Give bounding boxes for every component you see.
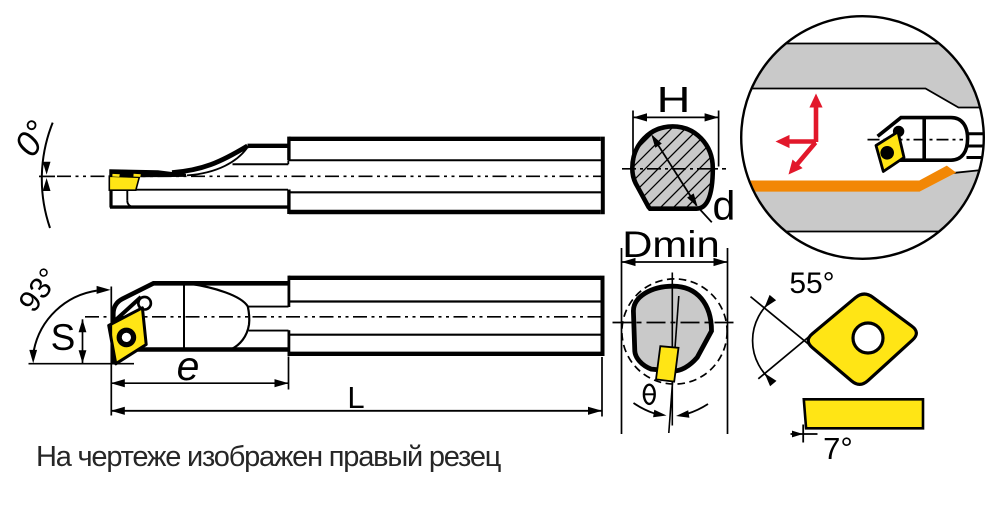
svg-text:Dmin: Dmin	[622, 224, 720, 265]
svg-text:e: e	[177, 343, 200, 389]
svg-text:55°: 55°	[789, 267, 834, 300]
svg-text:H: H	[657, 79, 691, 120]
svg-text:L: L	[347, 380, 364, 415]
svg-text:На чертеже изображен правый ре: На чертеже изображен правый резец	[36, 441, 501, 473]
svg-text:S: S	[51, 317, 76, 358]
svg-text:d: d	[713, 183, 736, 229]
svg-text:7°: 7°	[823, 431, 853, 466]
